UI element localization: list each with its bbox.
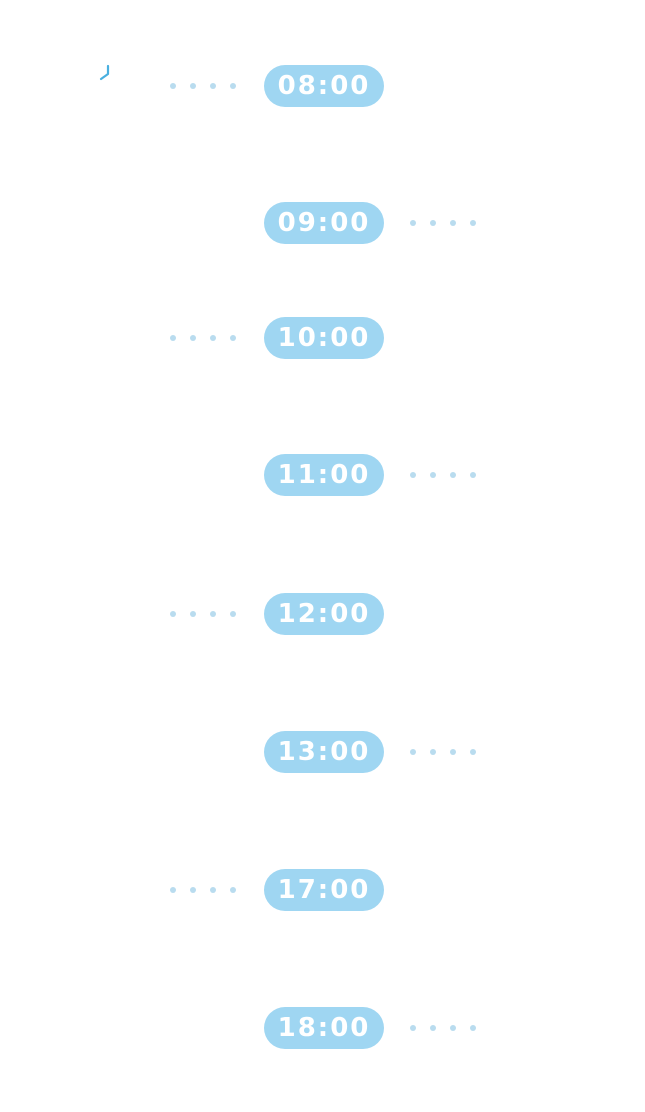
dotted-connector — [410, 749, 478, 755]
dotted-connector — [170, 83, 238, 89]
connector-dot — [230, 887, 236, 893]
time-slot-0800: 08:00 — [0, 65, 645, 107]
connector-dot — [410, 472, 416, 478]
connector-dot — [470, 749, 476, 755]
connector-dot — [410, 220, 416, 226]
connector-dot — [450, 472, 456, 478]
time-badge: 08:00 — [264, 65, 384, 107]
connector-dot — [430, 220, 436, 226]
dotted-connector — [170, 335, 238, 341]
time-slot-1200: 12:00 — [0, 593, 645, 635]
connector-dot — [470, 220, 476, 226]
connector-dot — [450, 749, 456, 755]
connector-dot — [450, 220, 456, 226]
connector-dot — [190, 83, 196, 89]
corner-hook-icon — [99, 64, 110, 81]
connector-dot — [170, 83, 176, 89]
connector-dot — [190, 611, 196, 617]
time-slot-0900: 09:00 — [0, 202, 645, 244]
connector-dot — [470, 1025, 476, 1031]
time-slot-1800: 18:00 — [0, 1007, 645, 1049]
connector-dot — [410, 1025, 416, 1031]
dotted-connector — [170, 611, 238, 617]
connector-dot — [190, 887, 196, 893]
time-badge: 10:00 — [264, 317, 384, 359]
time-badge: 13:00 — [264, 731, 384, 773]
time-slot-1300: 13:00 — [0, 731, 645, 773]
time-badge: 17:00 — [264, 869, 384, 911]
time-badge: 12:00 — [264, 593, 384, 635]
connector-dot — [170, 611, 176, 617]
connector-dot — [450, 1025, 456, 1031]
connector-dot — [170, 335, 176, 341]
time-slot-1700: 17:00 — [0, 869, 645, 911]
connector-dot — [210, 887, 216, 893]
dotted-connector — [410, 472, 478, 478]
dotted-connector — [410, 1025, 478, 1031]
time-badge: 18:00 — [264, 1007, 384, 1049]
dotted-connector — [170, 887, 238, 893]
connector-dot — [210, 335, 216, 341]
connector-dot — [190, 335, 196, 341]
time-badge: 09:00 — [264, 202, 384, 244]
connector-dot — [410, 749, 416, 755]
connector-dot — [210, 611, 216, 617]
time-badge: 11:00 — [264, 454, 384, 496]
time-slot-1100: 11:00 — [0, 454, 645, 496]
connector-dot — [430, 749, 436, 755]
dotted-connector — [410, 220, 478, 226]
connector-dot — [430, 1025, 436, 1031]
connector-dot — [230, 83, 236, 89]
connector-dot — [210, 83, 216, 89]
connector-dot — [470, 472, 476, 478]
connector-dot — [230, 335, 236, 341]
connector-dot — [430, 472, 436, 478]
connector-dot — [170, 887, 176, 893]
time-slot-1000: 10:00 — [0, 317, 645, 359]
connector-dot — [230, 611, 236, 617]
